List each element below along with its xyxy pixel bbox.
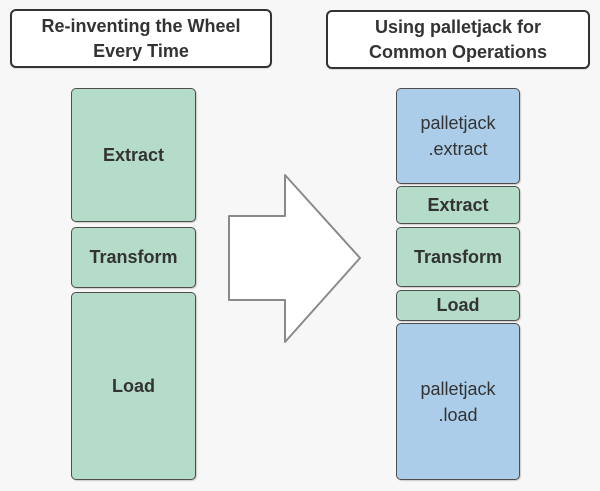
node-transform-right: Transform <box>396 227 520 287</box>
node-load-left: Load <box>71 292 196 480</box>
node-transform-left-label: Transform <box>89 247 178 267</box>
left-title-line1: Re-inventing the Wheel <box>41 15 241 36</box>
left-panel-title: Re-inventing the Wheel Every Time <box>10 9 272 68</box>
node-transform-right-label: Transform <box>413 246 503 267</box>
node-load-right: Load <box>396 290 520 321</box>
right-title-line1: Using palletjack for <box>374 16 542 37</box>
node-palletjack-extract: palletjack .extract <box>396 88 520 184</box>
left-title-line2: Every Time <box>93 40 189 61</box>
node-palletjack-extract-line2: .extract <box>428 139 488 159</box>
node-extract-right-label: Extract <box>427 194 489 215</box>
right-arrow-icon <box>225 172 365 347</box>
right-panel-title: Using palletjack for Common Operations <box>326 10 590 69</box>
node-extract-right: Extract <box>396 186 520 224</box>
node-palletjack-load-line2: .load <box>438 404 478 425</box>
node-extract-left-label: Extract <box>102 144 165 165</box>
node-palletjack-load: palletjack .load <box>396 323 520 480</box>
node-palletjack-extract-line1: palletjack <box>420 113 496 133</box>
node-palletjack-load-line1: palletjack <box>420 378 496 399</box>
node-extract-left: Extract <box>71 88 196 222</box>
node-load-right-label: Load <box>436 295 480 315</box>
right-title-line2: Common Operations <box>368 41 547 62</box>
node-load-left-label: Load <box>112 375 155 396</box>
node-transform-left: Transform <box>71 227 196 288</box>
